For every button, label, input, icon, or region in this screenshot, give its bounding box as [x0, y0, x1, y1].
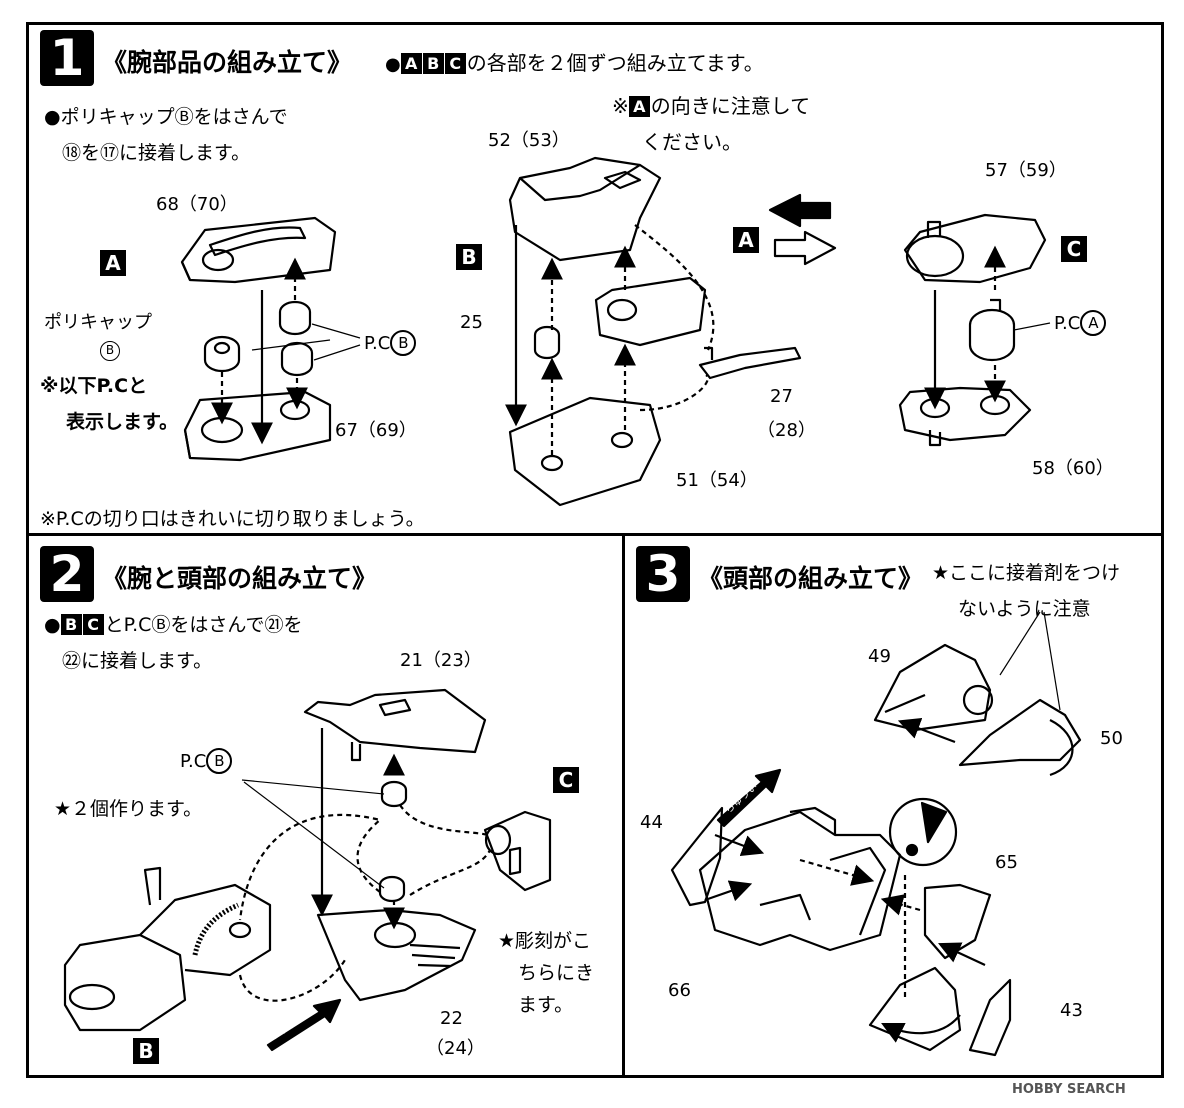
- part-65-label: 65: [995, 852, 1018, 873]
- step2-polycaps: [378, 780, 408, 903]
- step1-instr-line2: ⑱を⑰に接着します。: [62, 142, 251, 164]
- part-50-label: 50: [1100, 728, 1123, 749]
- part-51-drawing: [508, 396, 662, 507]
- engrave-line3: ます。: [518, 994, 574, 1016]
- part-68-drawing: [180, 216, 337, 284]
- glue-note-line1: ★ここに接着剤をつけ: [932, 562, 1121, 584]
- group-c-label-step2: C: [553, 767, 579, 793]
- part-67-drawing: [183, 390, 332, 462]
- part-57-drawing: [903, 213, 1047, 284]
- part-21-23-label: 21（23）: [400, 650, 482, 671]
- part-67-69-label: 67（69）: [335, 420, 417, 441]
- section-divider-vertical: [622, 533, 625, 1078]
- step1-instr-line1: ●ポリキャップⒷをはさんで: [44, 106, 288, 128]
- part-57-59-label: 57（59）: [985, 160, 1067, 181]
- part-25-label: 25: [460, 312, 483, 333]
- caution-line2: ください。: [642, 130, 742, 154]
- caution-prefix: ※: [612, 94, 629, 118]
- part-49-label: 49: [868, 646, 891, 667]
- part-27-label: 27: [770, 386, 793, 407]
- step1-footnote: ※P.Cの切り口はきれいに切り取りましょう。: [40, 508, 425, 530]
- abbrev-line2: 表示します。: [66, 411, 179, 433]
- part-52-53-label: 52（53）: [488, 130, 570, 151]
- step3-chuui-arrow: [716, 768, 782, 828]
- caution-line1: の向きに注意して: [650, 94, 811, 118]
- step1-note-text: の各部を２個ずつ組み立てます。: [466, 51, 764, 75]
- glue-note-line2: ないように注意: [958, 598, 1091, 620]
- tag-b: B: [422, 53, 444, 74]
- part-50-drawing: [958, 698, 1082, 777]
- step3-number: 3: [636, 546, 690, 602]
- part-44-label: 44: [640, 812, 663, 833]
- tag-c: C: [82, 614, 104, 635]
- warning-circle-icon: [888, 797, 958, 867]
- step2-number: 2: [40, 546, 94, 602]
- section-divider-horizontal: [26, 533, 1164, 536]
- part-52-drawing: [508, 156, 662, 262]
- watermark-brand: HOBBY SEARCH: [1012, 1082, 1126, 1097]
- make-two-note: ★２個作ります。: [54, 798, 203, 820]
- arm-c-drawing: [483, 810, 552, 892]
- part-28-label: （28）: [757, 420, 816, 441]
- part-58-60-label: 58（60）: [1032, 458, 1114, 479]
- part-49-drawing: [873, 643, 994, 732]
- polycap-label: ポリキャップ: [44, 312, 152, 333]
- part-27-drawing: [698, 346, 802, 380]
- engrave-line1: ★彫刻がこ: [498, 930, 592, 952]
- part-44-drawing: [670, 806, 724, 907]
- step2-chuui-arrow: [266, 998, 342, 1052]
- step2-instr-line2: ㉒に接着します。: [62, 650, 213, 672]
- group-c-label: C: [1061, 236, 1087, 262]
- part-24-label: （24）: [426, 1038, 485, 1059]
- tag-b: B: [60, 614, 82, 635]
- group-a-label: A: [100, 250, 126, 276]
- part-51-54-label: 51（54）: [676, 470, 758, 491]
- part-43-label: 43: [1060, 1000, 1083, 1021]
- arm-assembly-drawing: [63, 866, 272, 1032]
- engrave-line2: ちらにき: [518, 962, 595, 984]
- instruction-frame: [26, 22, 1164, 1078]
- group-b-label-step2: B: [133, 1038, 159, 1064]
- step1-title: 《腕部品の組み立て》: [102, 48, 353, 77]
- tag-c: C: [444, 53, 466, 74]
- step1a-guide-lines: [211, 257, 308, 425]
- direction-arrows: [768, 193, 837, 266]
- part-21-drawing: [303, 688, 487, 762]
- group-a-label-step1b: A: [733, 227, 759, 253]
- part-25-drawing: [533, 325, 561, 360]
- part-58-drawing: [898, 386, 1032, 447]
- abbrev-line1: ※以下P.Cと: [40, 375, 148, 397]
- part-66-label: 66: [668, 980, 691, 1001]
- part-68-70-label: 68（70）: [156, 194, 238, 215]
- part-65-drawing: [923, 883, 992, 960]
- step3-title: 《頭部の組み立て》: [698, 564, 924, 593]
- tag-a: A: [400, 53, 422, 74]
- polycap-b-drawings: [203, 300, 314, 377]
- part-22-drawing: [316, 908, 477, 1002]
- caution-tag: A: [628, 96, 650, 117]
- part-arm-a-drawing: [594, 276, 707, 347]
- part-22-label: 22: [440, 1008, 463, 1029]
- group-b-label: B: [456, 244, 482, 270]
- polycap-b-circ: B: [100, 340, 120, 361]
- step2-title: 《腕と頭部の組み立て》: [102, 564, 378, 593]
- part-43-drawing: [868, 966, 1012, 1057]
- step1-number: 1: [40, 30, 94, 86]
- polycap-a-drawing: [968, 298, 1016, 362]
